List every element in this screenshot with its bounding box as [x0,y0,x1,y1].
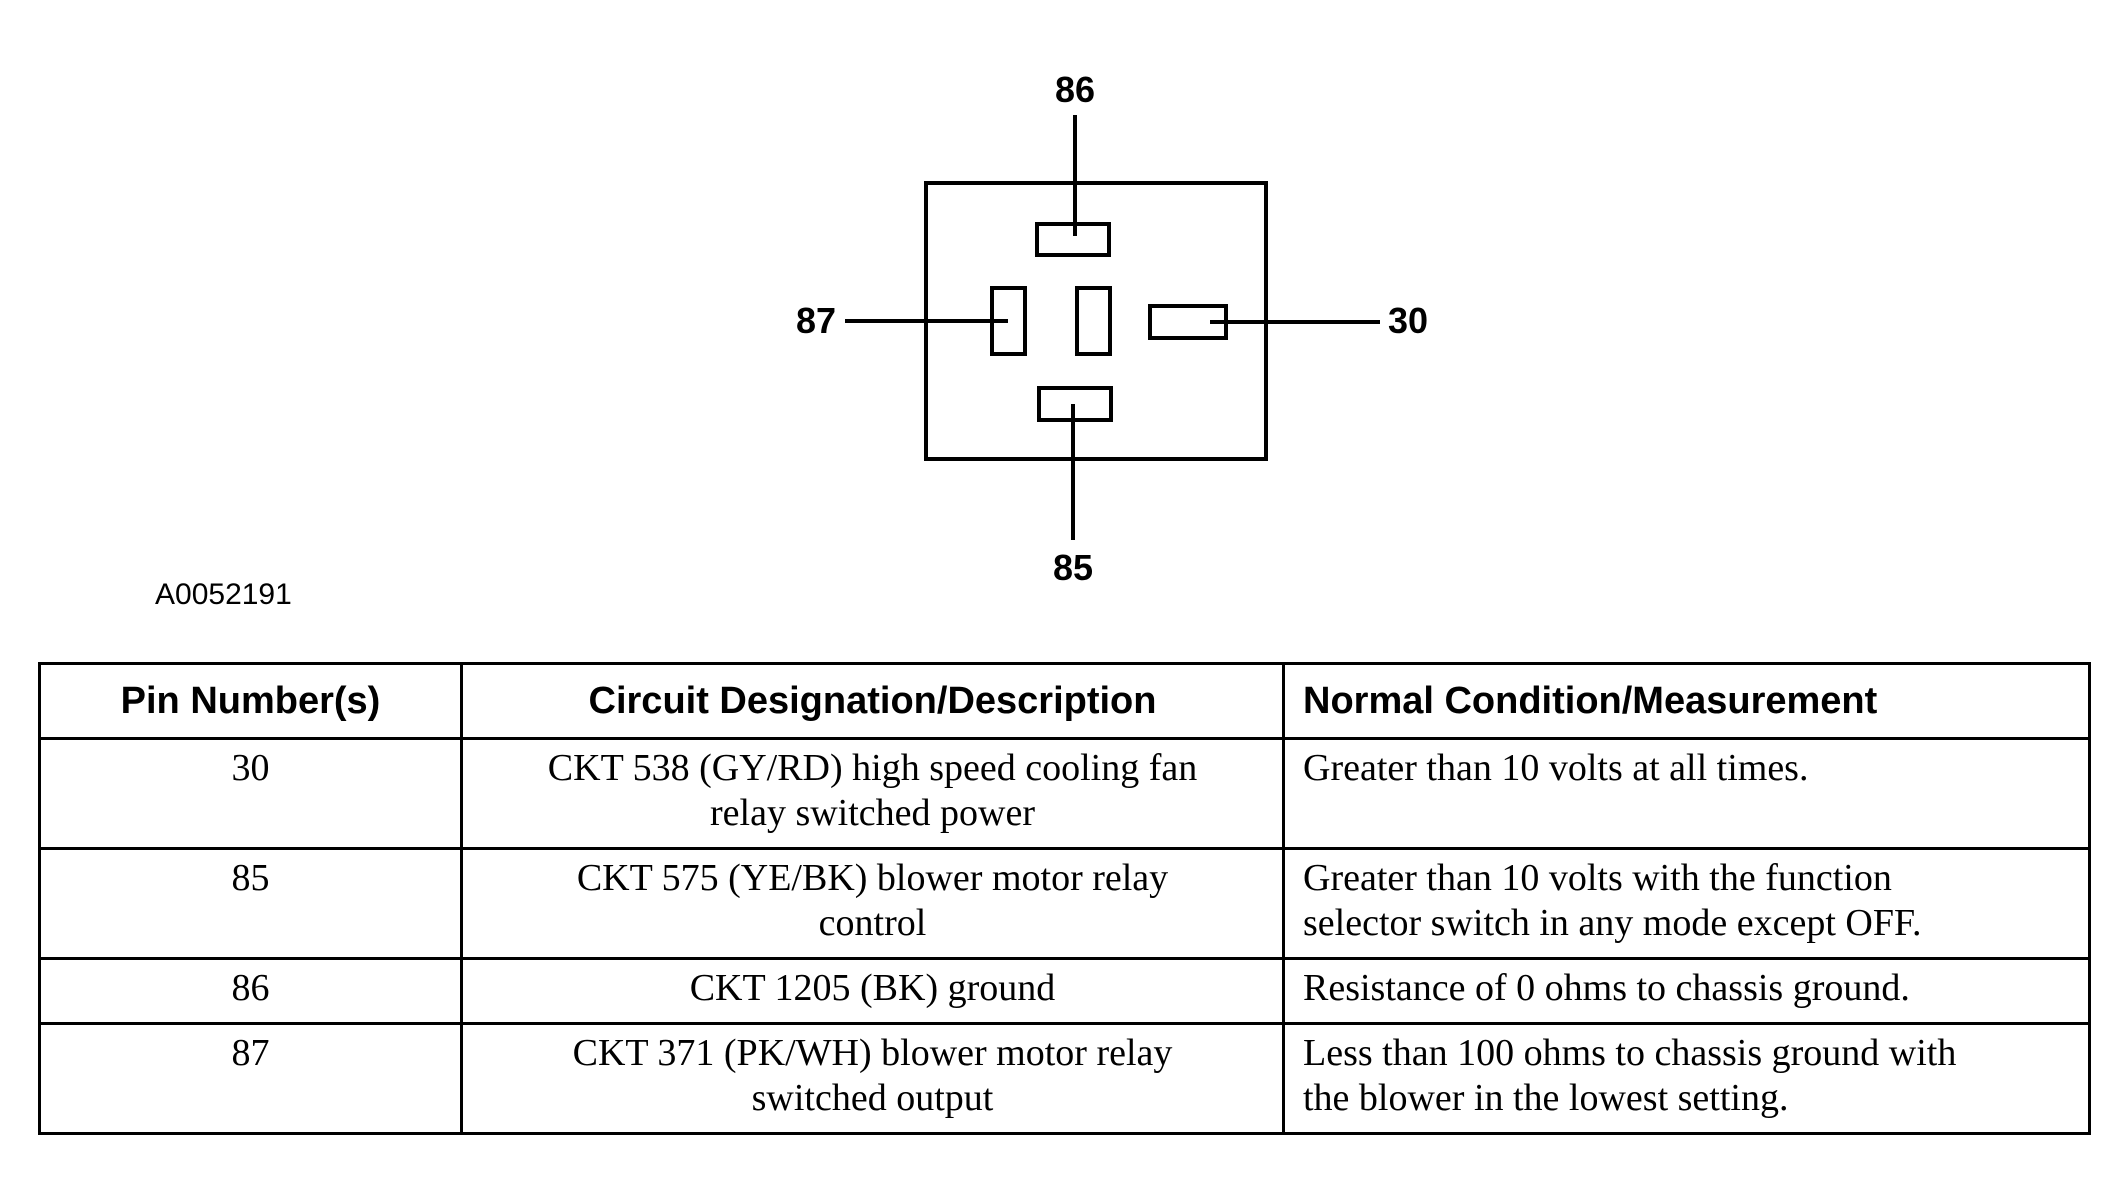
cell-pin: 30 [38,737,463,850]
cell-condition: Greater than 10 volts at all times. [1282,737,2091,850]
cell-pin: 85 [38,847,463,960]
figure-id: A0052191 [155,578,292,611]
table-row: 86 CKT 1205 (BK) ground Resistance of 0 … [38,957,2091,1025]
cell-circuit: CKT 1205 (BK) ground [460,957,1285,1025]
pin-label-86: 86 [1055,69,1095,110]
table-row: 87 CKT 371 (PK/WH) blower motor relay sw… [38,1022,2091,1135]
cell-pin: 86 [38,957,463,1025]
pin-label-30: 30 [1388,300,1428,341]
terminal-center [1075,286,1112,356]
cell-circuit: CKT 538 (GY/RD) high speed cooling fan r… [460,737,1285,850]
cell-condition: Greater than 10 volts with the function … [1282,847,2091,960]
header-circuit-designation: Circuit Designation/Description [460,662,1285,740]
header-pin-number: Pin Number(s) [38,662,463,740]
cell-circuit: CKT 575 (YE/BK) blower motor relay contr… [460,847,1285,960]
cell-circuit: CKT 371 (PK/WH) blower motor relay switc… [460,1022,1285,1135]
table-row: 30 CKT 538 (GY/RD) high speed cooling fa… [38,737,2091,850]
pinout-table: Pin Number(s) Circuit Designation/Descri… [38,662,2091,1135]
pin-label-87: 87 [796,300,836,341]
table-row: 85 CKT 575 (YE/BK) blower motor relay co… [38,847,2091,960]
cell-pin: 87 [38,1022,463,1135]
table-header-row: Pin Number(s) Circuit Designation/Descri… [38,662,2091,740]
cell-condition: Less than 100 ohms to chassis ground wit… [1282,1022,2091,1135]
relay-connector-diagram: 86 87 30 85 [796,69,1428,588]
header-normal-condition: Normal Condition/Measurement [1282,662,2091,740]
pin-label-85: 85 [1053,547,1093,588]
cell-condition: Resistance of 0 ohms to chassis ground. [1282,957,2091,1025]
